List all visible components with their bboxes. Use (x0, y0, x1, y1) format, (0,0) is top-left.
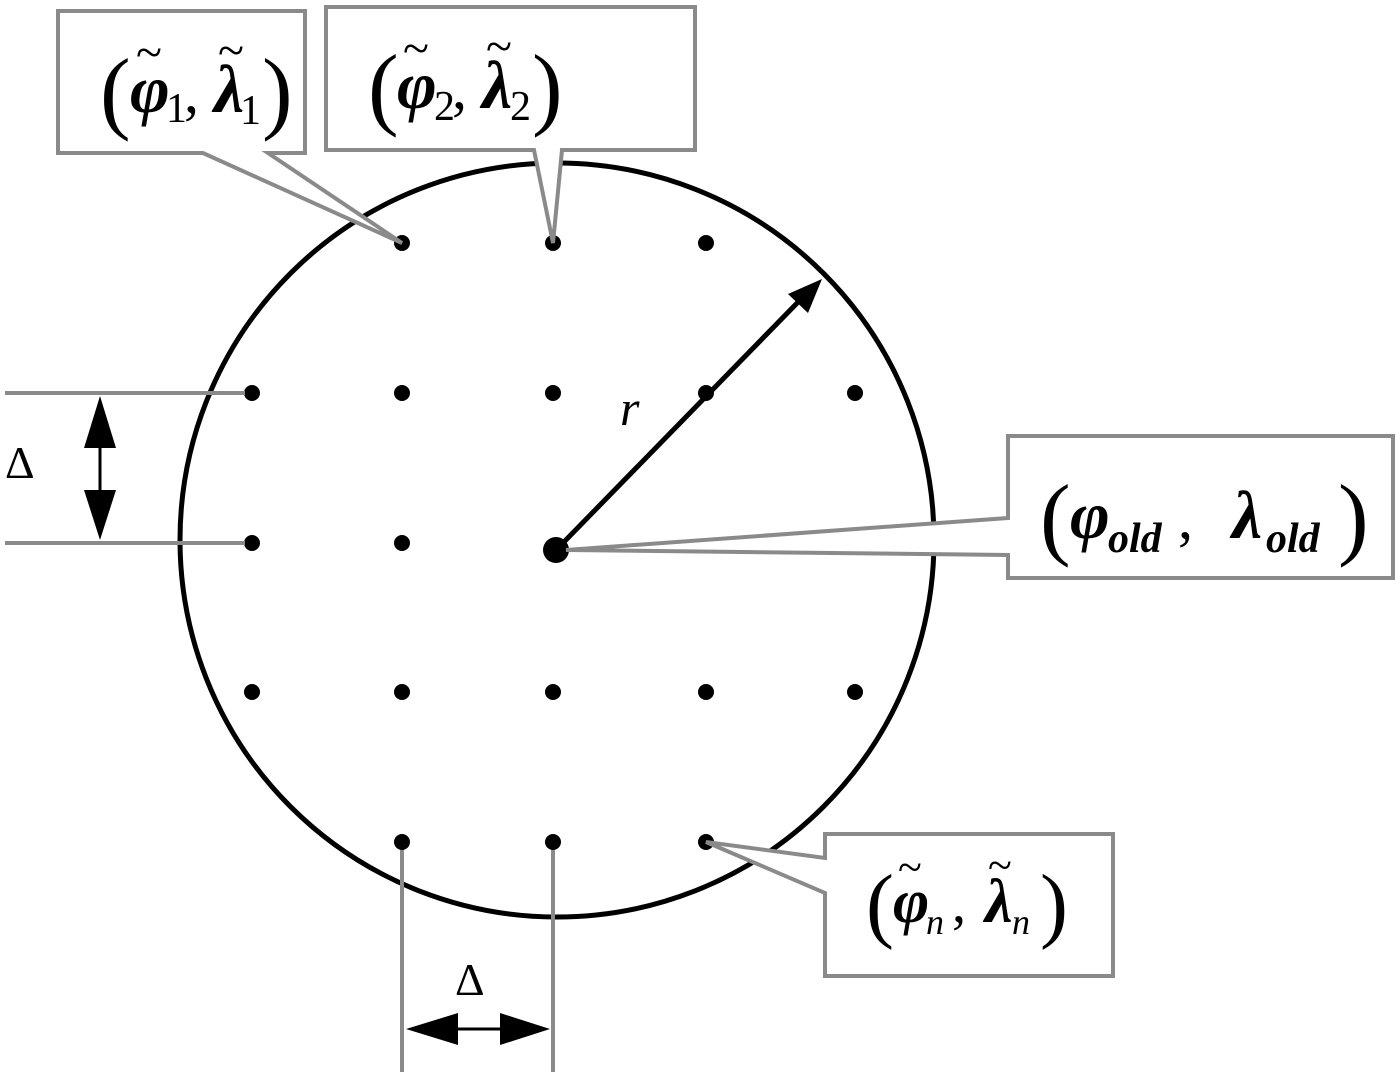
svg-text:): ) (532, 36, 563, 138)
grid-point (698, 235, 714, 251)
svg-text:(: ( (100, 40, 131, 142)
grid-point (545, 684, 561, 700)
svg-text:~: ~ (136, 26, 162, 79)
grid-point (847, 684, 863, 700)
svg-text:): ) (1338, 466, 1369, 568)
svg-text:~: ~ (486, 20, 512, 73)
svg-text:φ: φ (1070, 477, 1110, 553)
grid-point (698, 684, 714, 700)
callout-point-2 (324, 5, 697, 244)
svg-text:(: ( (368, 36, 399, 138)
svg-text:φ: φ (130, 51, 170, 127)
svg-text:1: 1 (240, 88, 261, 134)
grid-point (394, 834, 410, 850)
horizontal-spacing-dimension (400, 850, 555, 1072)
svg-text:2: 2 (510, 84, 531, 130)
svg-text:n: n (926, 902, 944, 942)
svg-text:old: old (1266, 516, 1321, 562)
svg-text:φ: φ (893, 868, 929, 936)
callout-point-n (705, 832, 1115, 978)
grid-point (847, 385, 863, 401)
svg-text:): ) (1040, 858, 1068, 951)
svg-text:~: ~ (218, 24, 244, 77)
callout-n-label: ( φ ~ n , λ ~ n ) (866, 841, 1068, 951)
horizontal-spacing-label: Δ (455, 954, 485, 1005)
grid-point (394, 684, 410, 700)
svg-text:(: ( (1040, 466, 1071, 568)
svg-text:λ: λ (211, 51, 244, 127)
callout-old-label: ( φ old , λ old ) (1040, 466, 1369, 568)
svg-text:~: ~ (988, 841, 1012, 890)
callout-1-label: ( φ ~ 1 , λ ~ 1 ) (100, 24, 293, 142)
svg-text:~: ~ (898, 843, 922, 892)
svg-text:,: , (452, 55, 467, 121)
vertical-spacing-dimension (5, 391, 245, 545)
radius-label: r (620, 380, 640, 436)
svg-text:2: 2 (434, 84, 455, 130)
svg-text:,: , (952, 873, 966, 935)
svg-text:λ: λ (982, 868, 1013, 936)
svg-text:1: 1 (166, 86, 187, 132)
grid-point (244, 684, 260, 700)
svg-text:n: n (1012, 902, 1030, 942)
callout-old-point (565, 434, 1395, 580)
grid-point (545, 834, 561, 850)
callout-2-label: ( φ ~ 2 , λ ~ 2 ) (368, 20, 563, 138)
grid-point (545, 385, 561, 401)
svg-text:(: ( (866, 858, 894, 951)
svg-text:~: ~ (403, 22, 429, 75)
radius-arrow (558, 279, 822, 548)
grid-point (244, 385, 260, 401)
svg-text:λ: λ (479, 47, 512, 123)
callout-point-1 (56, 9, 404, 245)
svg-text:φ: φ (397, 47, 437, 123)
svg-text:): ) (262, 40, 293, 142)
vertical-spacing-label: Δ (5, 437, 35, 488)
grid-point (394, 535, 410, 551)
svg-text:λ: λ (1229, 477, 1262, 553)
grid-point (244, 535, 260, 551)
svg-text:,: , (184, 59, 199, 125)
svg-text:old: old (1108, 516, 1163, 562)
grid-point (394, 385, 410, 401)
svg-text:,: , (1178, 485, 1193, 551)
